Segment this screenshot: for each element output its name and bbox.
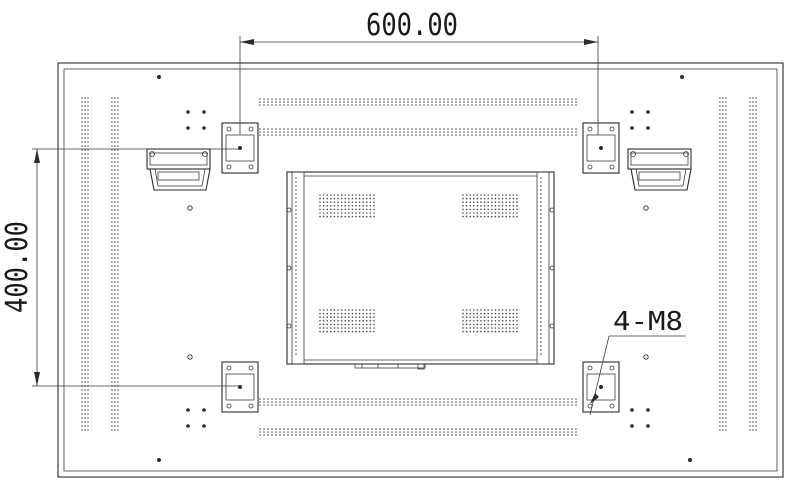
single-holes	[187, 205, 649, 360]
perforation-fields	[81, 97, 757, 436]
control-box	[286, 171, 555, 370]
connector-strip	[354, 363, 426, 370]
vertical-dimension: 400.00	[0, 148, 240, 387]
vesa-bracket	[582, 361, 620, 413]
screw-top-left	[157, 75, 161, 79]
hole-groups	[186, 110, 650, 428]
handle-left	[146, 148, 211, 191]
vertical-dimension-label: 400.00	[0, 221, 35, 313]
horizontal-dimension-label: 600.00	[366, 8, 458, 43]
vesa-bracket	[582, 122, 620, 174]
thread-callout-label: 4-M8	[613, 307, 683, 337]
mounting-brackets	[221, 122, 620, 413]
screw-bottom-right	[688, 458, 692, 462]
screw-top-right	[680, 75, 684, 79]
handle-right	[627, 148, 692, 191]
screw-bottom-left	[157, 458, 161, 462]
vesa-bracket	[221, 361, 259, 413]
panel-screws	[157, 75, 692, 462]
panel-outline	[57, 62, 784, 478]
thread-callout: 4-M8	[589, 307, 686, 416]
horizontal-dimension: 600.00	[239, 8, 599, 135]
